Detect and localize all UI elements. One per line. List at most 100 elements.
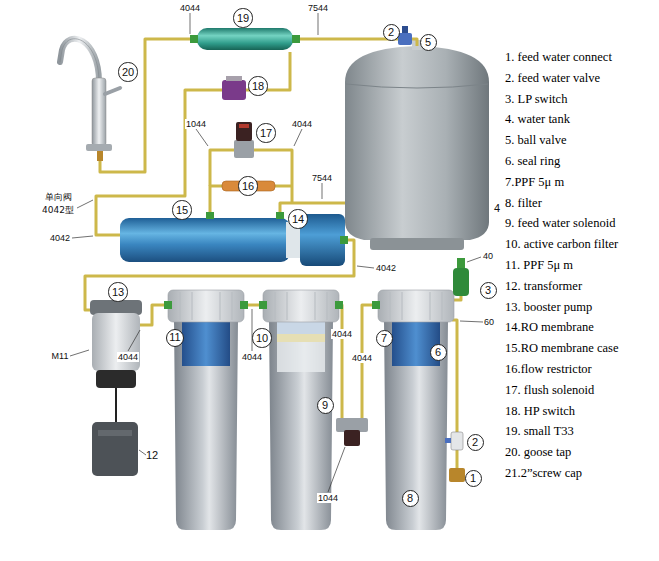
callout-number: 16 [242, 181, 254, 192]
booster-pump [90, 300, 142, 422]
ro-membrane-case [340, 236, 348, 244]
filter-housing [277, 322, 325, 334]
leader-line [128, 330, 140, 351]
parts-list-item: 7.PPF 5μ m [505, 175, 564, 190]
fitting-code: 4044 [351, 353, 373, 363]
callout-number: 14 [292, 214, 304, 225]
callout-number: 12 [146, 449, 158, 461]
callout-circle: 2 [467, 434, 484, 451]
callout-circle: 9 [317, 397, 334, 414]
t33-filter [190, 28, 300, 50]
water-tube [96, 90, 222, 235]
parts-list-item: 19. small T33 [505, 424, 574, 439]
fitting-code: 60 [483, 317, 495, 327]
callout-number: 7 [381, 333, 387, 344]
t33-filter [190, 35, 198, 43]
filter-housing [182, 322, 230, 366]
filter-housing [240, 301, 248, 309]
leader-line [460, 321, 483, 322]
parts-list-item: 14.RO membrane [505, 320, 594, 335]
parts-list-item: 1. feed water connect [505, 50, 612, 65]
leader-line [252, 309, 253, 351]
callout-number: 13 [112, 287, 124, 298]
filter-housing [164, 301, 172, 309]
flush-solenoid [236, 122, 252, 141]
callout-number: 2 [472, 437, 478, 448]
feed-water-connect [449, 468, 465, 482]
ball-valve [398, 26, 412, 45]
t33-filter [197, 28, 293, 50]
water-tank [345, 40, 489, 250]
callout-number: 2 [388, 27, 394, 38]
feed-water-valve [445, 432, 463, 450]
callout-circle: 5 [420, 34, 437, 51]
fitting-code: M11 [51, 351, 70, 361]
ro-membrane-case [120, 218, 290, 262]
parts-list-item: 4. water tank [505, 112, 570, 127]
ball-valve [402, 26, 408, 33]
callout-circle: 7 [376, 330, 393, 347]
flush-solenoid [239, 124, 249, 128]
callout-circle: 17 [256, 123, 275, 142]
fitting-code: 1044 [317, 493, 339, 503]
filter-housing [259, 290, 343, 530]
filter-housing [390, 292, 442, 320]
callout-number: 6 [435, 347, 441, 358]
callout-number: 1 [470, 473, 476, 484]
filter-housing [168, 290, 244, 322]
filter-housing [263, 290, 339, 322]
parts-list-item: 9. feed water solenoid [505, 216, 615, 231]
fitting-code: 4044 [241, 352, 263, 362]
callout-number: 5 [425, 37, 431, 48]
callout-circle: 19 [233, 8, 252, 27]
booster-pump [90, 300, 142, 315]
leader-line [196, 129, 208, 146]
callout-number: 17 [260, 128, 272, 139]
callout-number: 20 [122, 67, 134, 78]
callout-circle: 15 [172, 200, 191, 219]
water-tank [345, 46, 489, 240]
callout-number: 11 [169, 332, 180, 343]
transformer [92, 422, 138, 476]
feed-solenoid [336, 418, 368, 446]
fitting-code: 4044 [117, 352, 139, 362]
leader-line [322, 183, 323, 199]
leader-line [294, 129, 302, 146]
water-tube [100, 39, 195, 172]
callout-circle: 14 [288, 209, 307, 228]
callout-circle: 16 [238, 176, 257, 195]
callout-circle: 10 [252, 328, 271, 347]
parts-list-item: 16.flow restrictor [505, 362, 592, 377]
parts-list-item: 21.2”screw cap [505, 466, 582, 481]
callout-circle: 18 [248, 76, 267, 95]
parts-list-item: 17. flush solenoid [505, 383, 594, 398]
callout-circle: 1 [465, 470, 482, 487]
leader-line [357, 266, 374, 268]
fitting-code: 7544 [311, 173, 333, 183]
goose-tap [86, 144, 112, 151]
transformer [92, 422, 138, 476]
leader-line [318, 13, 319, 35]
callout-circle: 13 [108, 282, 127, 301]
flush-solenoid [234, 140, 254, 158]
water-tube [300, 38, 398, 41]
goose-tap [60, 39, 120, 161]
leader-line [77, 200, 93, 208]
filter-housing [277, 334, 325, 342]
filter-housing [277, 342, 325, 372]
callout-number: 19 [237, 13, 249, 24]
fitting-code: 4044 [291, 119, 313, 129]
parts-list-item: 20. goose tap [505, 445, 571, 460]
ro-membrane-case [276, 212, 284, 219]
filter-housing [384, 320, 448, 530]
callout-number: 4 [494, 202, 500, 214]
goose-tap [97, 151, 103, 161]
hp-switch [222, 76, 246, 100]
ro-membrane-case [120, 212, 348, 266]
lp-switch [457, 258, 465, 268]
fitting-code: 4044 [179, 3, 201, 13]
hp-switch [226, 76, 242, 81]
booster-pump [115, 388, 117, 422]
callout-number: 18 [252, 81, 264, 92]
